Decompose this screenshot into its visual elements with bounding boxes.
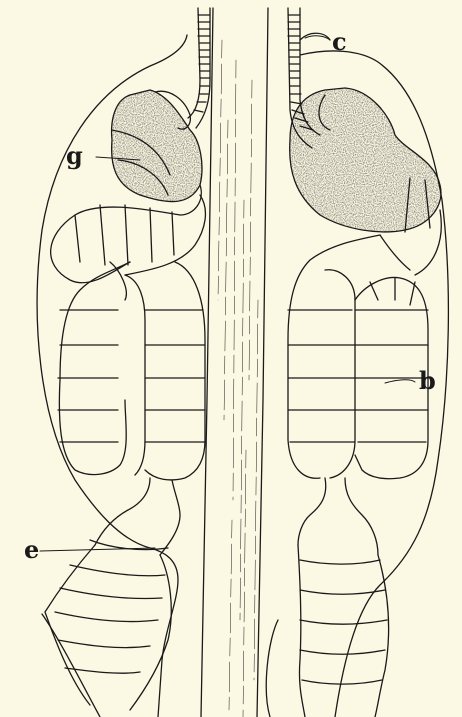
label-e: e <box>24 538 39 562</box>
label-g: g <box>66 144 83 168</box>
left-segmented-tube <box>51 195 206 480</box>
label-b: b <box>419 369 436 393</box>
right-funnel <box>298 478 389 717</box>
right-segmented-tube <box>288 210 441 479</box>
central-stalk <box>201 8 268 717</box>
left-gland-g <box>100 80 210 215</box>
leader-b <box>385 380 415 383</box>
label-c: c <box>332 30 347 54</box>
left-ladder-duct <box>188 8 210 128</box>
right-gland <box>280 80 450 270</box>
left-funnel-e <box>45 478 180 710</box>
